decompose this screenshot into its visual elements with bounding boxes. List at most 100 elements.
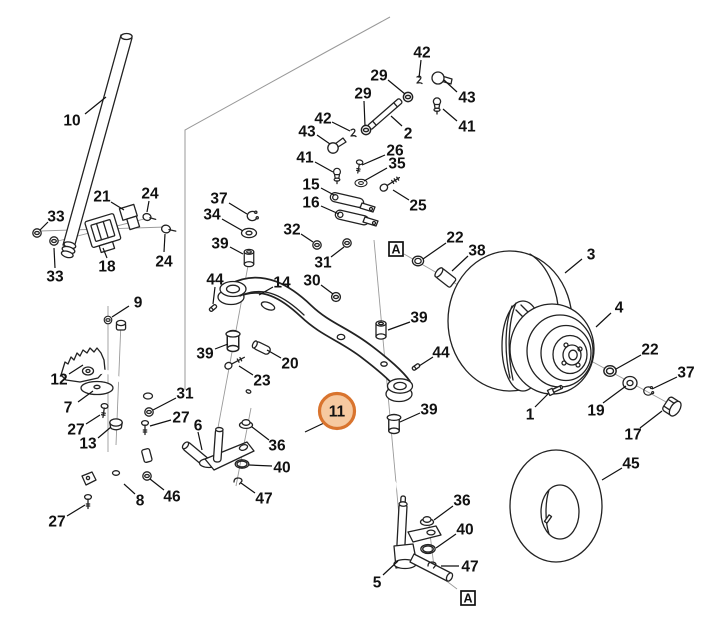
part-label-41: 41 <box>458 119 476 136</box>
leader-line-14 <box>258 286 274 296</box>
leader-line-1 <box>534 393 549 408</box>
part-nut-33 <box>49 236 59 246</box>
part-label-31: 31 <box>176 386 194 403</box>
leader-line-36 <box>251 426 270 441</box>
leader-line-39 <box>399 412 421 423</box>
leader-line-17 <box>639 410 663 429</box>
ref-box <box>460 590 476 606</box>
part-label-33: 33 <box>47 209 65 226</box>
part-label-40: 40 <box>273 460 290 477</box>
part-label-16: 16 <box>302 195 320 212</box>
part-label-11: 11 <box>329 404 346 421</box>
part-pin-44 <box>208 303 218 313</box>
part-washer-19 <box>622 375 638 391</box>
part-spacer-38 <box>434 267 457 288</box>
part-label-44: 44 <box>432 345 450 362</box>
leader-line-42 <box>418 59 422 79</box>
part-label-21: 21 <box>93 189 111 206</box>
leader-line-7 <box>77 390 94 403</box>
leader-line-19 <box>602 385 627 404</box>
part-label-40: 40 <box>456 522 473 539</box>
leader-line-27 <box>149 419 172 427</box>
leader-line-8 <box>123 483 136 495</box>
part-label-10: 10 <box>63 113 80 130</box>
highlight-circle <box>317 391 357 431</box>
part-label-29: 29 <box>354 86 372 103</box>
part-steering-shaft <box>60 32 133 259</box>
leader-line-30 <box>320 284 334 295</box>
leader-line-29 <box>363 100 366 127</box>
leader-line-44 <box>418 356 434 367</box>
leader-line-18 <box>102 247 108 259</box>
leader-line-44 <box>212 286 216 305</box>
part-label-9: 9 <box>134 295 143 312</box>
part-bushing-39 <box>375 320 387 340</box>
leader-line-39 <box>229 246 244 255</box>
parts-artwork <box>32 32 682 582</box>
leader-line-10 <box>84 96 107 115</box>
part-label-33: 33 <box>46 269 64 286</box>
part-label-24: 24 <box>141 186 159 203</box>
part-label-32: 32 <box>283 222 300 239</box>
part-nut-31 <box>144 407 154 417</box>
part-axle-support-6 <box>181 426 255 471</box>
leader-line-45 <box>601 467 623 481</box>
part-label-24: 24 <box>155 254 173 271</box>
part-bolt-25 <box>379 176 401 192</box>
leader-line-37 <box>228 202 248 215</box>
part-cap-nut-22 <box>411 255 425 267</box>
part-nut-33 <box>32 228 42 238</box>
part-cap-nut-22 <box>603 365 617 377</box>
part-pin-20 <box>251 340 271 355</box>
part-label-36: 36 <box>268 438 286 455</box>
part-label-12: 12 <box>50 372 67 389</box>
part-tire-45 <box>509 449 603 563</box>
leader-line-24 <box>163 233 166 253</box>
leader-line-4 <box>595 312 612 328</box>
part-label-23: 23 <box>253 373 271 390</box>
leader-line-3 <box>564 258 583 274</box>
leader-line-22 <box>615 354 642 370</box>
leader-line-46 <box>149 478 165 491</box>
ref-box-label: A <box>463 592 472 606</box>
leader-line-31 <box>152 397 177 411</box>
part-ball-stud-41 <box>432 97 442 115</box>
leader-line-33 <box>39 221 49 231</box>
part-label-35: 35 <box>388 156 406 173</box>
part-label-22: 22 <box>641 342 658 359</box>
part-bolt-23 <box>224 356 245 370</box>
part-screw-24 <box>142 212 157 222</box>
part-screw-27 <box>98 402 109 419</box>
part-label-36: 36 <box>453 493 471 510</box>
part-label-26: 26 <box>386 143 404 160</box>
part-ring-40 <box>234 459 250 469</box>
part-label-15: 15 <box>302 177 320 194</box>
part-nut-29 <box>360 124 372 136</box>
part-bushing-flange <box>225 330 241 338</box>
part-ball-joint-43 <box>327 137 347 154</box>
leader-line-22 <box>422 242 447 260</box>
part-bolt-1 <box>546 384 564 397</box>
part-bushing-flange <box>386 413 402 422</box>
leader-line-25 <box>392 189 410 201</box>
leader-line-43 <box>443 79 458 93</box>
part-nut-9 <box>103 315 113 325</box>
ref-box <box>388 241 404 257</box>
leader-line-42 <box>331 121 351 132</box>
part-label-38: 38 <box>468 243 486 260</box>
part-label-34: 34 <box>203 207 221 224</box>
ref-box-label: A <box>391 243 400 257</box>
leader-line-21 <box>110 201 125 211</box>
leader-line-2 <box>390 115 403 127</box>
part-rim-4 <box>509 303 595 395</box>
part-cap-13 <box>109 418 123 431</box>
part-label-20: 20 <box>281 356 298 373</box>
part-ball-joint-43 <box>431 71 453 85</box>
part-nut-46 <box>142 471 152 481</box>
part-screw-26 <box>353 158 364 175</box>
part-steering-links <box>329 192 379 227</box>
part-steering-bracket <box>84 203 141 254</box>
part-ring-40 <box>420 543 436 555</box>
